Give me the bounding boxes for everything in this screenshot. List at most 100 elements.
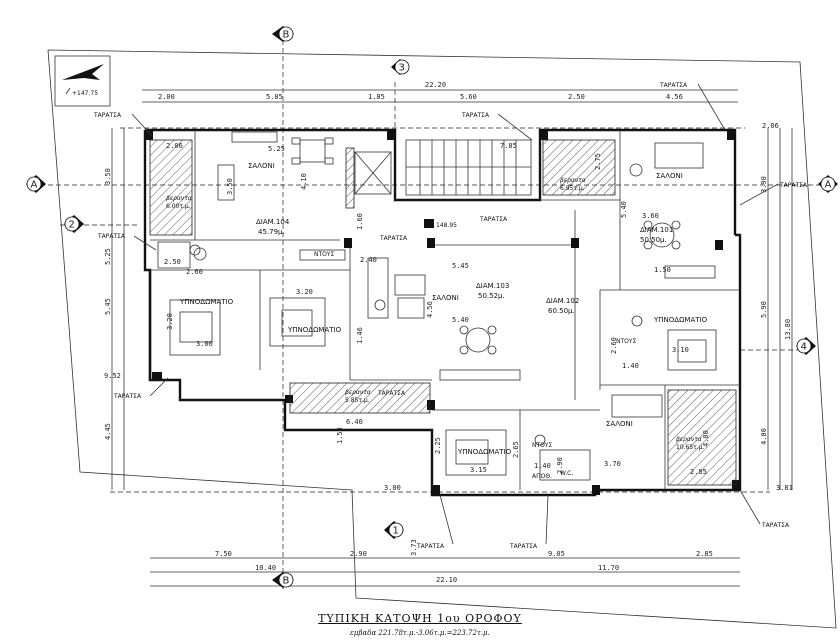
- furniture: [157, 131, 717, 481]
- dim-left-other: 9.52: [104, 372, 121, 380]
- room-label-ypnodomatio-1: ΥΠΝΟΔΩΜΑΤΙΟ: [179, 298, 234, 306]
- taratsa-label-7: ΤΑΡΑΤΣΑ: [377, 390, 406, 397]
- room-label-ypnodomatio-2: ΥΠΝΟΔΩΜΑΤΙΟ: [287, 326, 342, 334]
- svg-text:5.25: 5.25: [268, 145, 285, 153]
- room-label-ntoys-3: ΝΤΟΥΣ: [314, 251, 335, 258]
- room-label-wc: W.C.: [560, 470, 573, 477]
- veranda-102-label: βεραντα: [676, 436, 702, 443]
- room-label-ypnodomatio-4: ΥΠΝΟΔΩΜΑΤΙΟ: [457, 448, 512, 456]
- dim-bottom-inner-2: 9.05: [548, 550, 565, 558]
- svg-text:1.40: 1.40: [534, 462, 551, 470]
- stair-core: 148.95: [345, 139, 532, 229]
- svg-text:3.00: 3.00: [196, 340, 213, 348]
- apartment-101-label: ΔΙΑΜ.101: [640, 226, 673, 234]
- grid-marker-two: 2: [64, 215, 84, 233]
- room-label-ntoys-1: ΝΤΟΥΣ: [616, 338, 637, 345]
- stair-level-label: 148.95: [436, 222, 457, 229]
- svg-text:2.40: 2.40: [360, 256, 377, 264]
- svg-text:5.40: 5.40: [452, 316, 469, 324]
- grid-marker-four: 4: [796, 337, 816, 355]
- svg-text:B: B: [283, 30, 290, 41]
- dim-left-0: 3.50: [104, 168, 112, 185]
- dim-top-total: 22.20: [425, 81, 446, 89]
- svg-text:2.25: 2.25: [434, 437, 442, 454]
- grid-marker-a-right: A: [818, 175, 838, 193]
- dim-bottom-inner-0: 7.50: [215, 550, 232, 558]
- dim-right-1: 5.90: [760, 301, 768, 318]
- apartment-102-label: ΔΙΑΜ.102: [546, 297, 579, 305]
- svg-text:1: 1: [393, 526, 399, 537]
- apartment-102-area: 60.50μ.: [548, 307, 575, 315]
- veranda-101: [542, 139, 616, 196]
- dim-bottom-inner-1: 2.90: [350, 550, 367, 558]
- svg-text:3.50: 3.50: [226, 178, 234, 195]
- svg-text:6.40: 6.40: [346, 418, 363, 426]
- svg-text:2.90: 2.90: [556, 457, 564, 474]
- svg-text:1.46: 1.46: [356, 327, 364, 344]
- svg-text:2.60: 2.60: [186, 268, 203, 276]
- dim-top-5: 4.56: [666, 93, 683, 101]
- dim-right-other-0: 2.06: [762, 122, 779, 130]
- taratsa-label-10: ΤΑΡΑΤΣΑ: [509, 543, 538, 550]
- svg-text:1.53: 1.53: [336, 427, 344, 444]
- inner-dimensions: 5.25 4.10 3.50 2.06 2.60 3.20 3.20 3.00 …: [164, 142, 710, 556]
- taratsa-label-9: ΤΑΡΑΤΣΑ: [416, 543, 445, 550]
- dim-left-1: 5.25: [104, 248, 112, 265]
- room-label-apothiki: ΑΠΟΘ.: [532, 473, 552, 480]
- dim-right-total: 13.80: [784, 319, 792, 340]
- apartment-103-area: 50.52μ.: [478, 292, 505, 300]
- taratsa-label-4: ΤΑΡΑΤΣΑ: [97, 233, 126, 240]
- svg-text:3.70: 3.70: [604, 460, 621, 468]
- taratsa-label-1: ΤΑΡΑΤΣΑ: [93, 112, 122, 119]
- north-arrow-icon: [62, 64, 104, 80]
- room-label-ntoys-2: ΝΤΟΥΣ: [532, 442, 553, 449]
- svg-text:7.85: 7.85: [500, 142, 517, 150]
- svg-text:3.20: 3.20: [296, 288, 313, 296]
- svg-text:2.65: 2.65: [512, 441, 520, 458]
- svg-text:4.56: 4.56: [426, 301, 434, 318]
- apartment-103-label: ΔΙΑΜ.103: [476, 282, 509, 290]
- taratsa-label-12: ΤΑΡΑΤΣΑ: [779, 182, 808, 189]
- taratsa-label-11: ΤΑΡΑΤΣΑ: [761, 522, 790, 529]
- site-level-label: +147.75: [72, 90, 98, 97]
- apartment-101-area: 50.50μ.: [640, 236, 667, 244]
- room-label-saloni-104: ΣΑΛΟΝΙ: [248, 162, 275, 170]
- svg-text:3.00: 3.00: [384, 484, 401, 492]
- svg-text:B: B: [283, 576, 290, 587]
- veranda-101-label: βεραντα: [560, 177, 586, 184]
- drawing-subtitle: εμβαδα 221.78τ.μ.-3.06τ.μ.=223.72τ.μ.: [350, 629, 490, 637]
- svg-text:2.06: 2.06: [166, 142, 183, 150]
- grid-marker-b-top: B: [272, 26, 294, 42]
- dim-right-other-1: 3.81: [776, 484, 793, 492]
- dim-right-2: 4.00: [760, 428, 768, 445]
- veranda-102: [667, 389, 737, 486]
- grid-marker-three: 3: [391, 59, 410, 75]
- site-boundary: [47, 49, 837, 629]
- dim-bottom-mid-0: 10.40: [255, 564, 276, 572]
- svg-text:3: 3: [399, 63, 405, 74]
- svg-text:2.50: 2.50: [164, 258, 181, 266]
- taratsa-callouts: ΤΑΡΑΤΣΑ ΤΑΡΑΤΣΑ ΤΑΡΑΤΣΑ ΤΑΡΑΤΣΑ ΤΑΡΑΤΣΑ …: [93, 82, 808, 550]
- svg-text:1.50: 1.50: [654, 266, 671, 274]
- svg-text:3.60: 3.60: [642, 212, 659, 220]
- dim-left-2: 5.45: [104, 298, 112, 315]
- grid-marker-b-bottom: B: [272, 572, 294, 588]
- room-label-saloni-103: ΣΑΛΟΝΙ: [432, 294, 459, 302]
- dim-right-0: 3.90: [760, 176, 768, 193]
- svg-text:4: 4: [801, 342, 807, 353]
- north-arrow-box: +147.75: [54, 55, 111, 107]
- veranda-104-area: 6.00τ.μ.: [166, 203, 191, 210]
- dim-bottom-mid-1: 11.70: [598, 564, 619, 572]
- svg-text:4.00: 4.00: [702, 430, 710, 447]
- grid-marker-a-left: A: [26, 175, 46, 193]
- room-label-ypnodomatio-3: ΥΠΝΟΔΩΜΑΤΙΟ: [653, 316, 708, 324]
- svg-text:1.40: 1.40: [622, 362, 639, 370]
- dim-bottom-inner-3: 2.85: [696, 550, 713, 558]
- svg-text:2.60: 2.60: [610, 337, 618, 354]
- svg-text:5.40: 5.40: [620, 201, 628, 218]
- svg-text:1.60: 1.60: [356, 213, 364, 230]
- svg-text:A: A: [31, 180, 38, 191]
- taratsa-label-6: ΤΑΡΑΤΣΑ: [479, 216, 508, 223]
- svg-text:3.15: 3.15: [470, 466, 487, 474]
